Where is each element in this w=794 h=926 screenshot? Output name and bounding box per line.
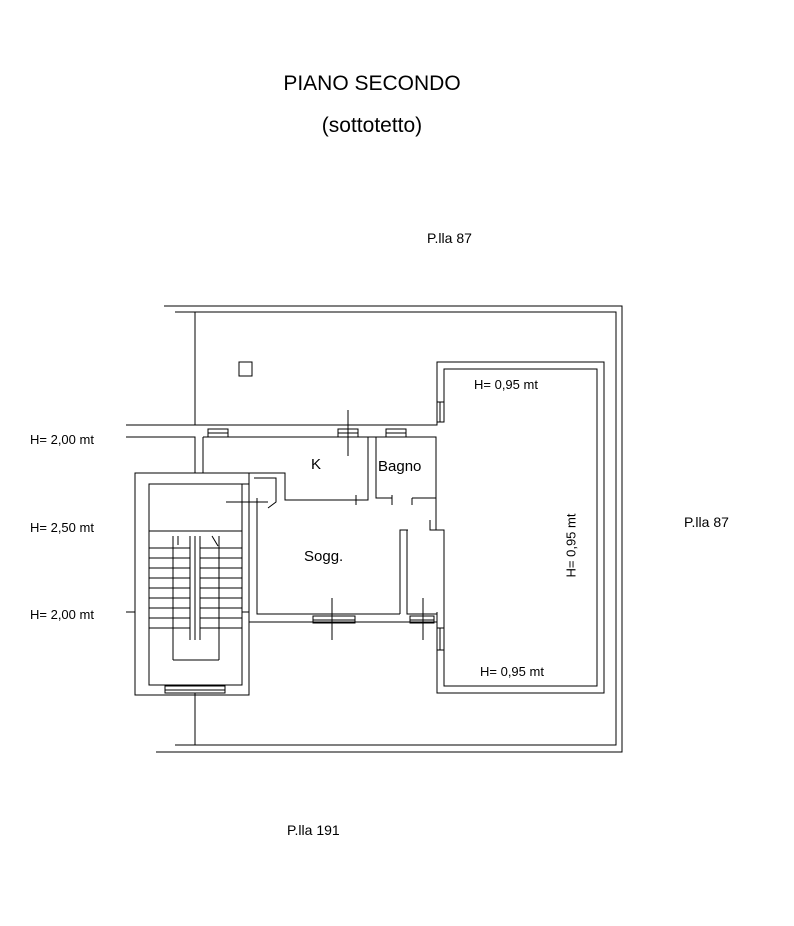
height-label-left-upper: H= 2,00 mt xyxy=(30,432,94,447)
parcel-label-bottom: P.lla 191 xyxy=(287,822,340,838)
building-walls xyxy=(126,361,605,696)
chimney-square xyxy=(238,361,253,377)
outer-boundary xyxy=(156,305,623,753)
height-label-attic-top: H= 0,95 mt xyxy=(474,377,538,392)
height-label-attic-bottom: H= 0,95 mt xyxy=(480,664,544,679)
room-label-living: Sogg. xyxy=(304,548,344,565)
parcel-label-right: P.lla 87 xyxy=(684,514,729,530)
stair-flight xyxy=(149,477,277,661)
room-label-kitchen: K xyxy=(311,456,322,473)
section-marks xyxy=(331,410,424,640)
plan-subtitle: (sottotetto) xyxy=(321,114,423,137)
height-label-left-middle: H= 2,50 mt xyxy=(30,520,94,535)
plan-title: PIANO SECONDO xyxy=(283,72,461,95)
height-label-left-lower: H= 2,00 mt xyxy=(30,607,94,622)
parcel-label-top: P.lla 87 xyxy=(427,230,472,246)
windows xyxy=(164,401,445,694)
height-label-attic-side: H= 0,95 mt xyxy=(563,513,579,578)
room-label-bathroom: Bagno xyxy=(378,458,422,475)
